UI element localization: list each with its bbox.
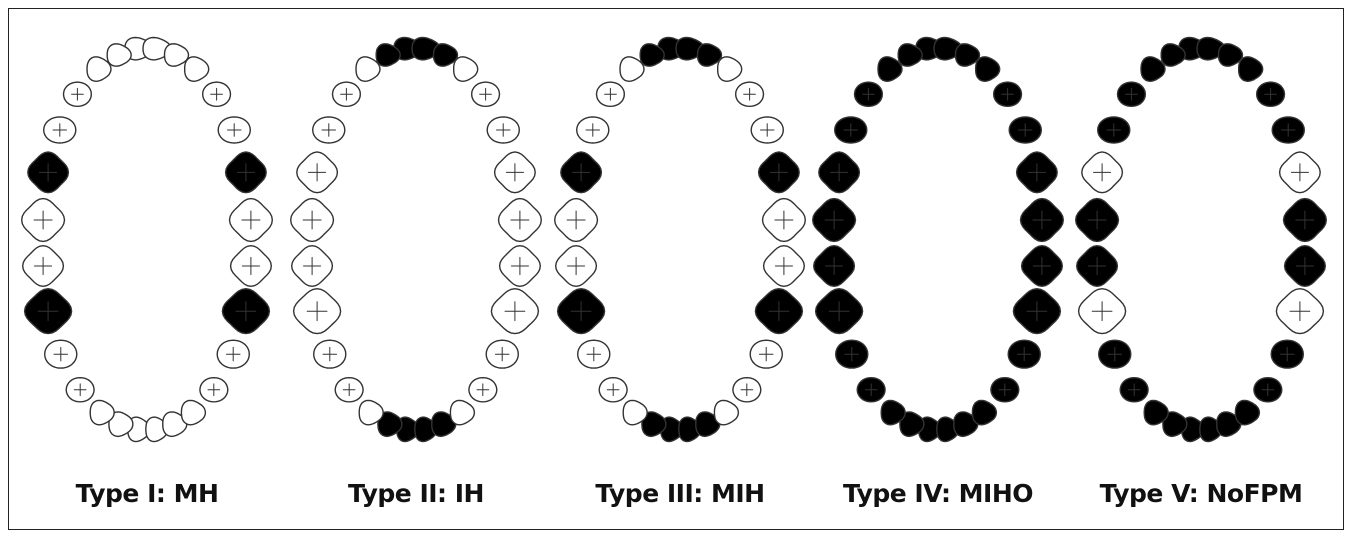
lower-left-canine	[714, 400, 738, 424]
panel-3: Type III: MIH	[555, 38, 806, 509]
panel-5: Type V: NoFPM	[1076, 38, 1327, 509]
panel-caption: Type I: MH	[76, 479, 219, 508]
upper-left-canine	[454, 57, 478, 82]
panel-caption: Type IV: MIHO	[843, 479, 1033, 508]
upper-left-canine	[718, 57, 742, 82]
lower-left-canine	[450, 400, 474, 424]
lower-left-canine	[1235, 400, 1259, 424]
panel-caption: Type V: NoFPM	[1100, 479, 1303, 508]
upper-left-canine	[1239, 57, 1263, 82]
upper-left-canine	[185, 57, 209, 82]
panel-1: Type I: MH	[22, 38, 273, 509]
panel-caption: Type II: IH	[348, 479, 484, 508]
lower-left-canine	[181, 400, 205, 424]
upper-left-canine	[976, 57, 1000, 82]
panel-caption: Type III: MIH	[595, 479, 764, 508]
panel-4: Type IV: MIHO	[813, 38, 1064, 509]
lower-left-canine	[972, 400, 996, 424]
panel-2: Type II: IH	[291, 38, 542, 509]
